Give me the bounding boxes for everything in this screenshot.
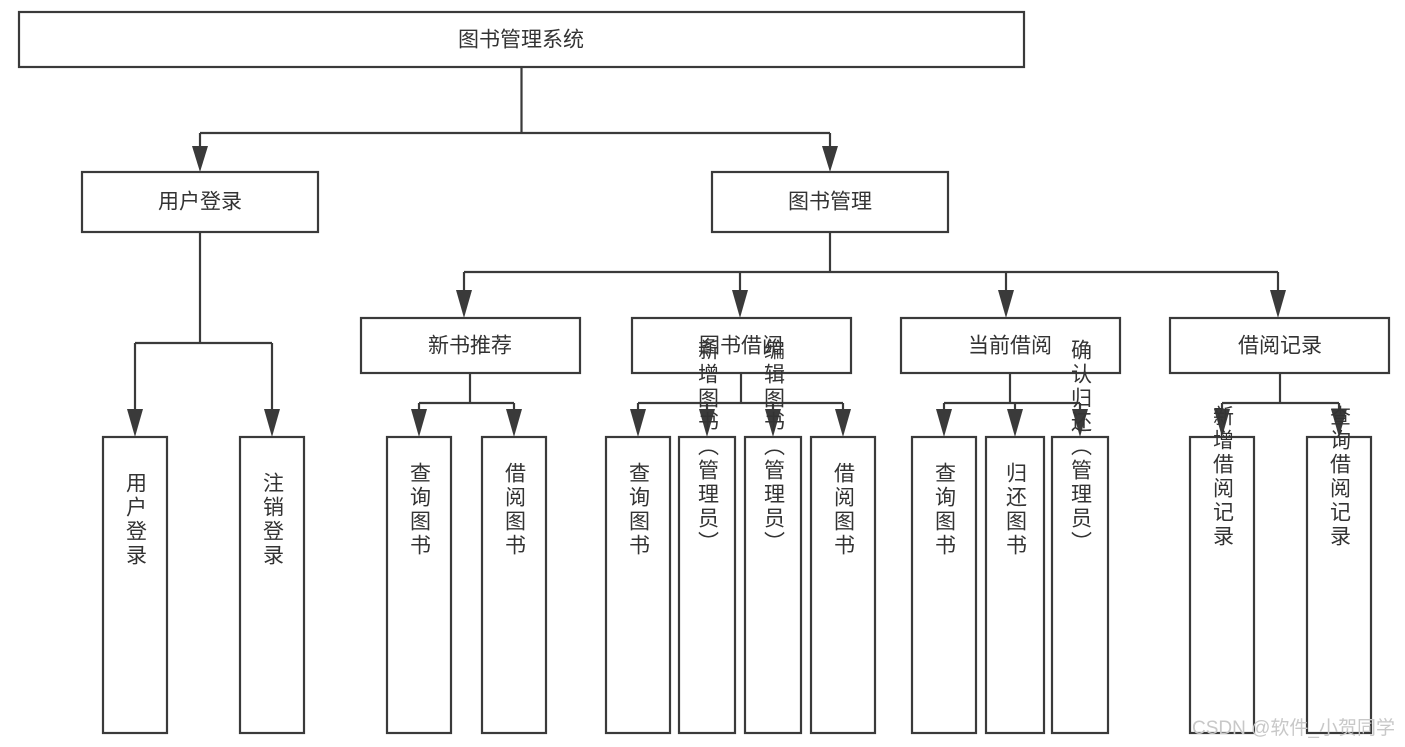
connector-group-book-borrow — [630, 373, 851, 437]
node-leaf-confirm-return-box[interactable] — [1050, 435, 1110, 735]
node-leaf-user-logout-label: 注销登录 — [261, 472, 285, 568]
node-book-borrow-label: 图书借阅 — [699, 335, 783, 358]
arrowhead-leaf-edit-book — [765, 409, 781, 437]
arrowhead-leaf-query-borrow-record — [1331, 409, 1347, 437]
node-leaf-query-book-3-box[interactable] — [910, 435, 978, 735]
node-leaf-return-book[interactable]: 归还图书 — [984, 435, 1046, 735]
node-leaf-query-book-1-label: 查询图书 — [408, 462, 432, 558]
node-leaf-borrow-book-2-label: 借阅图书 — [832, 462, 856, 558]
node-leaf-edit-book-box[interactable] — [743, 435, 803, 735]
node-user-login[interactable]: 用户登录 — [80, 170, 320, 234]
node-leaf-user-logout-box[interactable] — [238, 435, 306, 735]
arrowhead-leaf-query-book-3 — [936, 409, 952, 437]
arrowhead-leaf-query-book-1 — [411, 409, 427, 437]
arrowhead-leaf-return-book — [1007, 409, 1023, 437]
connector-group-new-book-recommend — [411, 373, 522, 437]
node-book-manage-box[interactable] — [710, 170, 950, 234]
node-leaf-query-borrow-record-label: 查询借阅记录 — [1328, 405, 1352, 549]
node-leaf-add-book-box[interactable] — [677, 435, 737, 735]
node-borrow-record-label: 借阅记录 — [1238, 335, 1322, 358]
node-current-borrow-box[interactable] — [899, 316, 1122, 375]
node-book-manage[interactable]: 图书管理 — [710, 170, 950, 234]
node-leaf-query-book-3[interactable]: 查询图书 — [910, 435, 978, 735]
node-leaf-query-book-2-label: 查询图书 — [627, 462, 651, 558]
node-book-borrow-box[interactable] — [630, 316, 853, 375]
node-root-box[interactable] — [17, 10, 1026, 69]
arrowhead-book-manage — [822, 146, 838, 172]
csdn-watermark: CSDN @软件_小贺同学 — [1192, 717, 1395, 739]
arrowhead-leaf-borrow-book-2 — [835, 409, 851, 437]
node-root-label: 图书管理系统 — [458, 29, 584, 52]
node-new-book-recommend-box[interactable] — [359, 316, 582, 375]
connector-group-current-borrow — [936, 373, 1088, 437]
node-leaf-user-login-box[interactable] — [101, 435, 169, 735]
node-leaf-add-book-label: 新增图书（管理员） — [696, 339, 720, 555]
node-new-book-recommend[interactable]: 新书推荐 — [359, 316, 582, 375]
node-leaf-query-book-1-box[interactable] — [385, 435, 453, 735]
node-leaf-user-logout[interactable]: 注销登录 — [238, 435, 306, 735]
node-current-borrow-label: 当前借阅 — [968, 335, 1052, 358]
node-leaf-query-book-2[interactable]: 查询图书 — [604, 435, 672, 735]
arrowhead-leaf-borrow-book-1 — [506, 409, 522, 437]
node-leaf-query-book-1[interactable]: 查询图书 — [385, 435, 453, 735]
node-leaf-add-borrow-record-label: 新增借阅记录 — [1211, 405, 1235, 549]
arrowhead-current-borrow — [998, 290, 1014, 318]
node-leaf-add-book[interactable]: 新增图书（管理员） — [677, 339, 737, 735]
node-borrow-record-box[interactable] — [1168, 316, 1391, 375]
node-current-borrow[interactable]: 当前借阅 — [899, 316, 1122, 375]
node-book-manage-label: 图书管理 — [788, 191, 872, 214]
node-leaf-edit-book-label: 编辑图书（管理员） — [762, 339, 786, 555]
arrowhead-leaf-user-login — [127, 409, 143, 437]
arrowhead-user-login — [192, 146, 208, 172]
node-leaf-add-borrow-record[interactable]: 新增借阅记录 — [1188, 405, 1256, 735]
connector-group-borrow-record — [1214, 373, 1347, 437]
arrowhead-borrow-record — [1270, 290, 1286, 318]
node-user-login-label: 用户登录 — [158, 191, 242, 214]
node-leaf-confirm-return[interactable]: 确认归还（管理员） — [1050, 339, 1110, 735]
arrowhead-leaf-confirm-return — [1072, 409, 1088, 437]
connector-group-root — [192, 67, 838, 172]
node-leaf-add-borrow-record-box[interactable] — [1188, 435, 1256, 735]
node-leaf-return-book-box[interactable] — [984, 435, 1046, 735]
arrowhead-leaf-user-logout — [264, 409, 280, 437]
node-borrow-record[interactable]: 借阅记录 — [1168, 316, 1391, 375]
node-leaf-user-login-label: 用户登录 — [124, 472, 148, 568]
node-new-book-recommend-label: 新书推荐 — [428, 335, 512, 358]
node-leaf-borrow-book-2-box[interactable] — [809, 435, 877, 735]
arrowhead-leaf-add-borrow-record — [1214, 409, 1230, 437]
node-user-login-box[interactable] — [80, 170, 320, 234]
node-leaf-query-borrow-record[interactable]: 查询借阅记录 — [1305, 405, 1373, 735]
node-leaf-edit-book[interactable]: 编辑图书（管理员） — [743, 339, 803, 735]
arrowhead-new-book-recommend — [456, 290, 472, 318]
node-book-borrow[interactable]: 图书借阅 — [630, 316, 853, 375]
node-leaf-query-borrow-record-box[interactable] — [1305, 435, 1373, 735]
node-leaf-return-book-label: 归还图书 — [1004, 462, 1028, 558]
node-leaf-borrow-book-1-label: 借阅图书 — [503, 462, 527, 558]
arrowhead-leaf-query-book-2 — [630, 409, 646, 437]
node-root[interactable]: 图书管理系统 — [17, 10, 1026, 69]
arrowhead-book-borrow — [732, 290, 748, 318]
node-leaf-borrow-book-1-box[interactable] — [480, 435, 548, 735]
arrowhead-leaf-add-book — [699, 409, 715, 437]
node-leaf-query-book-2-box[interactable] — [604, 435, 672, 735]
node-leaf-borrow-book-2[interactable]: 借阅图书 — [809, 435, 877, 735]
node-leaf-query-book-3-label: 查询图书 — [933, 462, 957, 558]
connector-group-user-login — [127, 232, 280, 437]
node-leaf-confirm-return-label: 确认归还（管理员） — [1069, 339, 1093, 555]
node-leaf-user-login[interactable]: 用户登录 — [101, 435, 169, 735]
connector-group-book-manage — [456, 232, 1286, 318]
node-leaf-borrow-book-1[interactable]: 借阅图书 — [480, 435, 548, 735]
